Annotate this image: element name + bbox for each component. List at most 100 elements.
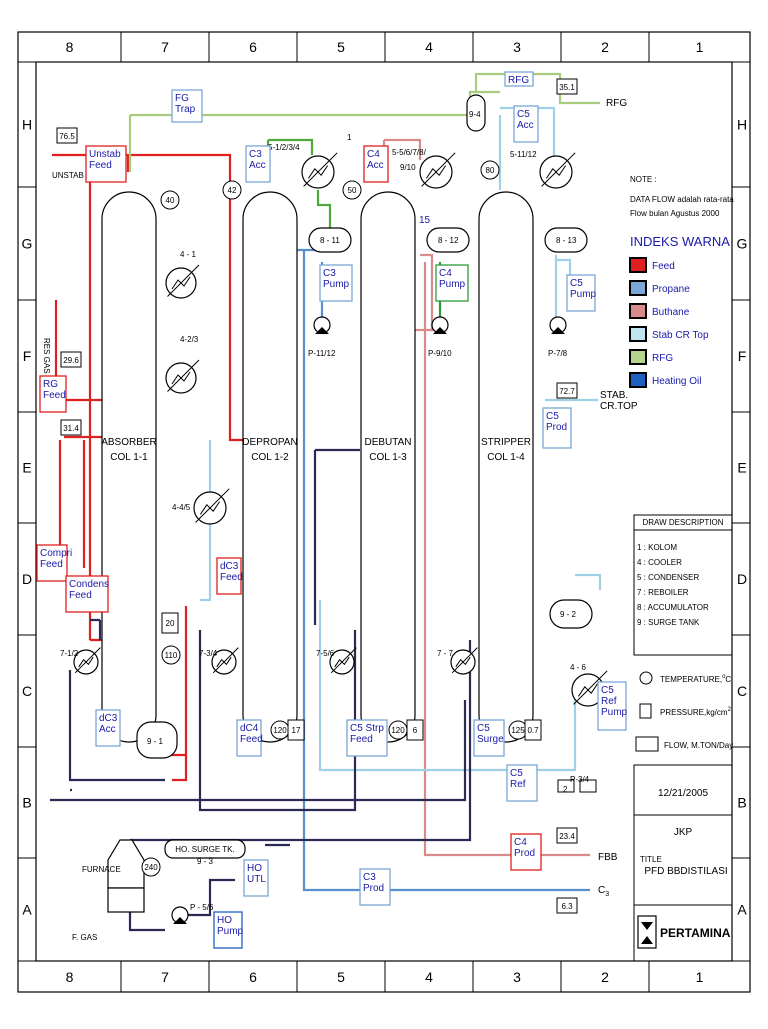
rfg-flow-text: 35.1: [559, 83, 575, 92]
grid-row-left-line: D: [22, 571, 32, 587]
description-box: [633, 514, 733, 656]
c3-acc-label-text-line: C3: [249, 149, 262, 160]
grid-row-right: A: [737, 902, 747, 918]
ho-utl-label-text-line: HO: [247, 863, 262, 874]
description-item-line: 4 : COOLER: [637, 558, 682, 567]
vent-marker-1-line: 1: [347, 133, 352, 142]
pressure-box: [161, 612, 179, 634]
cooler-4-1-arrow: [167, 264, 200, 297]
grid-col-top-line: 6: [249, 39, 257, 55]
column-number-line: COL 1-4: [487, 452, 525, 463]
pump-p-5-6: P - 5/6: [171, 903, 214, 924]
furnace-temp-symbol: [141, 857, 161, 877]
accumulator-8-13-label-line: 8 - 13: [556, 236, 577, 245]
pump-p-3-4-label-line: P-3/4: [570, 775, 590, 784]
c5-surge-line: [575, 573, 602, 590]
pump-p-7-8-base: [551, 327, 565, 334]
unstab-flow: 76.5: [56, 127, 78, 144]
rfg-line-out: [474, 72, 600, 105]
fbb-label: FBB: [598, 852, 618, 863]
c4-pump-label-box: [435, 264, 469, 302]
degree-mark: o: [722, 674, 726, 680]
pressure-symbol: [639, 703, 652, 719]
accumulator-8-12: [426, 227, 470, 253]
c5-surge-label-box: [473, 719, 505, 757]
grid-col-top: 6: [249, 39, 257, 55]
condenser-5-5-label-b-line: 9/10: [400, 163, 416, 172]
cooler-4-6-label-line: 4 - 6: [570, 663, 587, 672]
rfg-label: RFG: [504, 71, 534, 87]
grid-row-left: E: [22, 460, 31, 476]
dc3-acc-label-text-line: Acc: [99, 724, 116, 735]
grid-col-bottom: 6: [249, 969, 257, 985]
rfg-flow-box: [556, 78, 578, 95]
fuel-gas-label: F. GAS: [72, 933, 97, 942]
jkp-text: JKP: [674, 827, 693, 838]
ho-line-2: [50, 700, 467, 802]
column-name-line: DEBUTAN: [364, 437, 411, 448]
c4-acc-label-box: [363, 145, 389, 183]
grid-row-left-line: C: [22, 683, 32, 699]
rg-flow-box: [60, 351, 82, 368]
c4-prod-flow-text: 23.4: [559, 832, 575, 841]
pressure-value: 17: [292, 726, 301, 735]
ho-pump-label-text-line: Pump: [217, 926, 244, 937]
grid-row-right-line: A: [737, 902, 747, 918]
rfg-out-label: RFG: [606, 98, 627, 109]
description-item: 5 : CONDENSER: [637, 573, 699, 582]
c5-strp-feed-label-box: [346, 719, 388, 757]
column-name: ABSORBER: [101, 437, 157, 448]
heat-exchangers: 5-1/2/3/45-5/6/7/8/9/105-11/124 - 14-2/3…: [60, 143, 608, 707]
propane-line: [296, 248, 590, 892]
furnace-label: FURNACE: [82, 865, 121, 874]
c5-pump-label-box: [566, 274, 596, 312]
grid-row-left-line: B: [22, 795, 31, 811]
grid-row-right: D: [737, 571, 747, 587]
grid-row-right: G: [737, 236, 748, 252]
reboiler-7-3-arrow: [212, 647, 239, 674]
cooler-4-2-label-line: 4-2/3: [180, 335, 199, 344]
dc3-acc-label-text-line: dC3: [99, 713, 118, 724]
cooler-4-4-arrow: [195, 488, 230, 523]
cooler-4-6: 4 - 6: [570, 663, 608, 707]
legend-label-line: Buthane: [652, 307, 690, 318]
grid-row-left: G: [22, 236, 33, 252]
temperature-label: TEMPERATURE,oC: [660, 674, 731, 684]
rfg-flow: 35.1: [556, 78, 578, 95]
ho-surge-label-line: 9 - 3: [197, 857, 214, 866]
accumulator-8-13: [544, 227, 588, 253]
grid-col-top: 3: [513, 39, 521, 55]
c5-ref-pump-label-text-line: Ref: [601, 696, 617, 707]
surge-tank-9-2-label: 9 - 2: [560, 610, 577, 619]
column-name: DEPROPAN: [242, 437, 297, 448]
legend-item-buthane: Buthane: [629, 303, 690, 319]
c4-acc-label-text-line: Acc: [367, 160, 384, 171]
accumulator-8-11-label-line: 8 - 11: [320, 236, 340, 245]
temp-top-value-line: 42: [228, 186, 237, 195]
c4-prod-flow-text-line: 23.4: [559, 832, 575, 841]
column-number-line: COL 1-3: [369, 452, 407, 463]
grid-row-left-line: E: [22, 460, 31, 476]
condenser-5-11-label: 5-11/12: [510, 150, 537, 159]
c5-strp-feed-label-text-line: Feed: [350, 734, 373, 745]
grid-row-right: F: [738, 348, 747, 364]
pump-p-11-12-label: P-11/12: [308, 349, 336, 358]
rg-feed-label-box: [39, 375, 67, 413]
temp-bottom-value-line: 120: [391, 726, 405, 735]
legend-label-line: Stab CR Top: [652, 330, 709, 341]
temp-top-value-line: 50: [348, 186, 357, 195]
grid-col-bottom-line: 1: [696, 969, 704, 985]
temp-top-value: 42: [228, 186, 237, 195]
c5-acc-label-box: [513, 105, 539, 143]
compri-feed-label-text-line: Feed: [40, 559, 63, 570]
legend-label: RFG: [652, 353, 673, 364]
